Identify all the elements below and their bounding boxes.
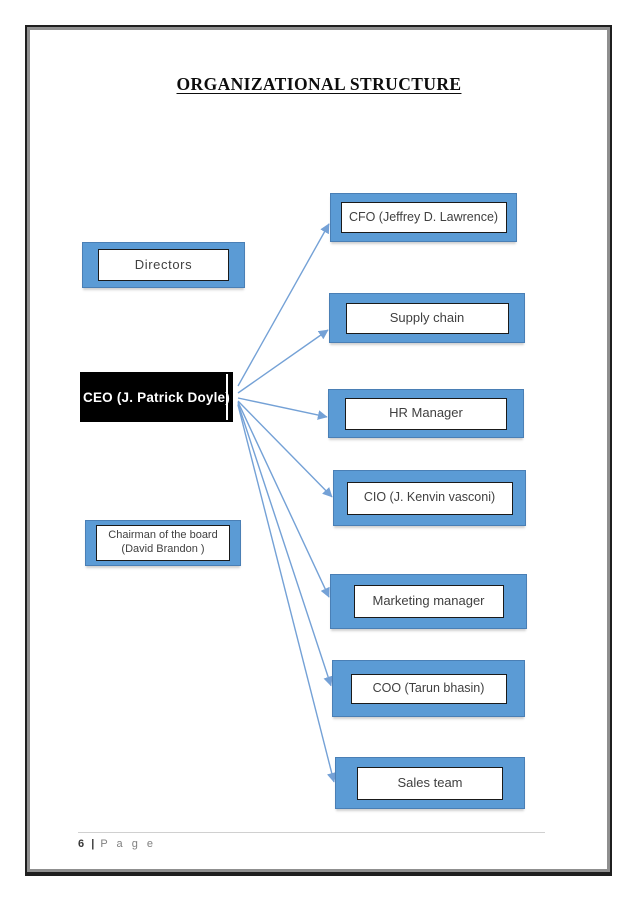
org-box-label: Sales team	[397, 774, 463, 790]
org-box-marketing-manager[interactable]: Marketing manager	[330, 574, 527, 629]
org-box-ceo[interactable]: CEO (J. Patrick Doyle)	[80, 372, 233, 422]
org-box-label: Marketing manager	[372, 593, 485, 609]
org-box-sales-team[interactable]: Sales team	[335, 757, 525, 809]
org-box-label: COO (Tarun bhasin)	[372, 680, 485, 695]
page-footer: 6 | P a g e	[78, 838, 156, 850]
org-box-marketing-manager-label-box: Marketing manager	[353, 585, 504, 618]
org-box-label: Directors	[134, 256, 193, 272]
page-border-inner	[27, 27, 610, 872]
org-box-label: CIO (J. Kenvin vasconi)	[363, 490, 496, 505]
footer-divider	[78, 832, 545, 833]
footer-page-number: 6	[78, 838, 85, 850]
page-border	[25, 25, 612, 876]
org-box-hr-manager-label-box: HR Manager	[345, 397, 507, 430]
org-box-cfo[interactable]: CFO (Jeffrey D. Lawrence)	[330, 193, 517, 242]
org-box-label-line1: Chairman of the board	[108, 529, 218, 542]
org-box-cfo-label-box: CFO (Jeffrey D. Lawrence)	[340, 202, 507, 233]
org-box-supply-chain-label-box: Supply chain	[345, 302, 509, 334]
org-box-coo[interactable]: COO (Tarun bhasin)	[332, 660, 525, 717]
org-box-label-line2: (David Brandon )	[121, 543, 205, 555]
org-box-hr-manager[interactable]: HR Manager	[328, 389, 524, 438]
org-box-supply-chain[interactable]: Supply chain	[329, 293, 525, 343]
org-box-label: CEO (J. Patrick Doyle)	[83, 389, 230, 405]
org-box-sales-team-label-box: Sales team	[357, 766, 503, 800]
org-box-coo-label-box: COO (Tarun bhasin)	[350, 673, 507, 704]
org-box-label: HR Manager	[389, 405, 463, 421]
org-box-chairman-label-box: Chairman of the board (David Brandon )	[96, 525, 230, 561]
org-box-directors-label-box: Directors	[98, 249, 229, 281]
page-title: ORGANIZATIONAL STRUCTURE	[176, 74, 462, 94]
org-box-cio[interactable]: CIO (J. Kenvin vasconi)	[333, 470, 526, 526]
org-box-chairman[interactable]: Chairman of the board (David Brandon )	[85, 520, 241, 566]
footer-page-label: P a g e	[100, 838, 156, 850]
org-box-label: CFO (Jeffrey D. Lawrence)	[348, 209, 499, 224]
org-box-cio-label-box: CIO (J. Kenvin vasconi)	[346, 481, 513, 515]
footer-separator: |	[91, 838, 95, 850]
org-box-directors[interactable]: Directors	[82, 242, 245, 288]
org-box-label: Supply chain	[389, 309, 465, 325]
